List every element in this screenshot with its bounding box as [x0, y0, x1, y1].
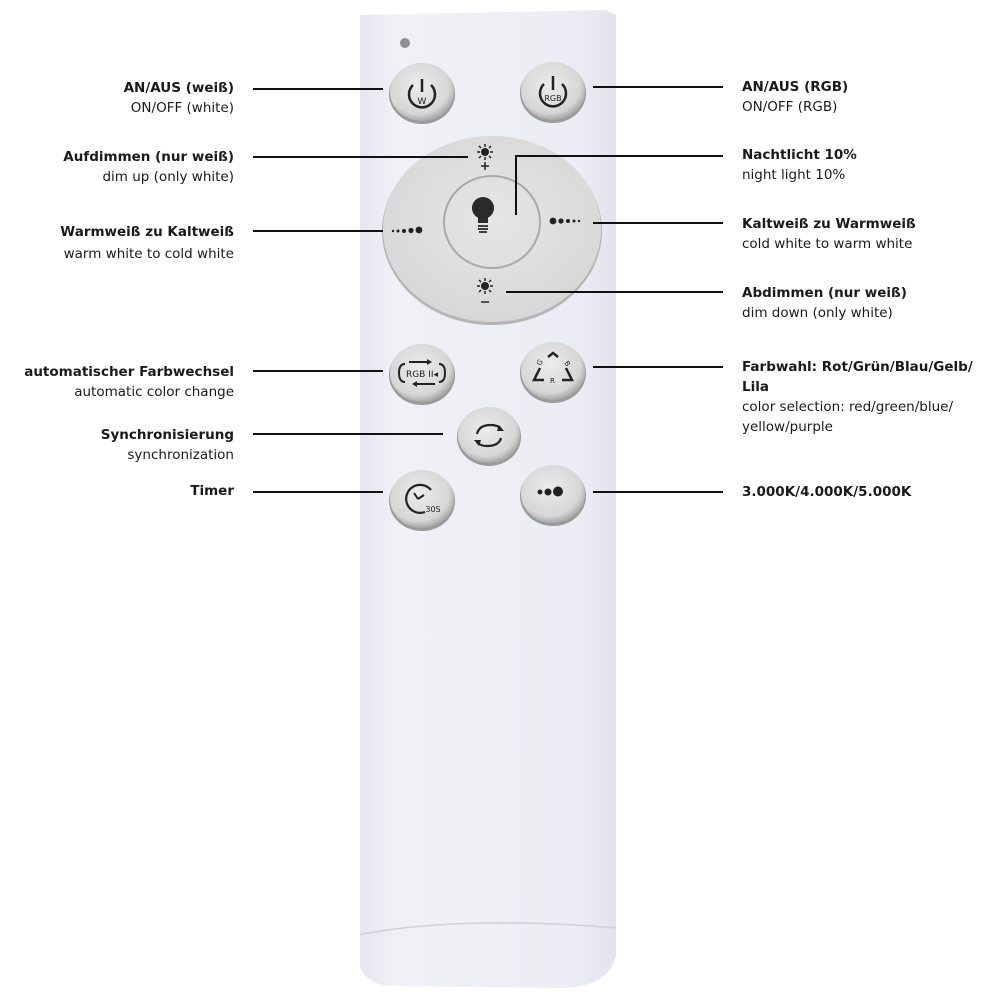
leader-line-color-temp [593, 491, 723, 493]
auto-color-change-button[interactable]: RGB II◂ [387, 342, 457, 406]
svg-text:W: W [418, 97, 427, 107]
sync-button[interactable] [455, 405, 523, 467]
label-de: Timer [190, 483, 234, 499]
label-dim-down: Abdimmen (nur weiß) dim down (only white… [742, 283, 907, 323]
timer-button[interactable]: 30S [387, 468, 457, 532]
label-de: Abdimmen (nur weiß) [742, 285, 907, 301]
label-auto-color-change: automatischer Farbwechsel automatic colo… [24, 362, 234, 402]
leader-line-warm-to-cold [253, 230, 383, 232]
on-off-white-button[interactable]: W [387, 61, 457, 125]
label-en: dim down (only white) [742, 305, 893, 321]
rgb-triangle-icon: G B R [520, 342, 586, 403]
leader-line-on-off-rgb [593, 86, 723, 88]
bulb-icon [472, 197, 494, 233]
svg-text:RGB II◂: RGB II◂ [406, 370, 439, 380]
label-timer: Timer [190, 481, 234, 501]
rgb-cycle-icon: RGB II◂ [389, 344, 455, 405]
sun-plus-icon [477, 144, 493, 170]
label-en: color selection: red/green/blue/ yellow/… [742, 399, 953, 435]
dots-decreasing-icon [549, 217, 581, 225]
label-en: warm white to cold white [63, 246, 234, 262]
leader-line-night-light-v [515, 155, 517, 215]
dim-down-button[interactable] [470, 276, 500, 308]
label-en: cold white to warm white [742, 236, 913, 252]
sun-minus-icon [477, 278, 493, 303]
label-de: Warmweiß zu Kaltweiß [60, 224, 234, 240]
leader-line-sync [253, 433, 443, 435]
svg-text:G: G [535, 358, 545, 367]
led-indicator [400, 38, 410, 48]
svg-text:RGB: RGB [544, 94, 561, 103]
dim-up-button[interactable] [470, 142, 500, 174]
leader-line-color-select [593, 366, 723, 368]
leader-line-timer [253, 491, 383, 493]
warm-to-cold-button[interactable] [388, 220, 424, 240]
svg-text:R: R [550, 377, 555, 385]
label-cold-to-warm: Kaltweiß zu Warmweiß cold white to warm … [742, 214, 916, 254]
label-de: Nachtlicht 10% [742, 147, 857, 163]
label-de: AN/AUS (RGB) [742, 79, 849, 95]
label-en: automatic color change [74, 384, 234, 400]
on-off-rgb-button[interactable]: RGB [518, 60, 588, 124]
clock-icon: 30S [389, 470, 455, 531]
label-de: 3.000K/4.000K/5.000K [742, 484, 912, 500]
cold-to-warm-button[interactable] [548, 211, 584, 231]
label-night-light: Nachtlicht 10% night light 10% [742, 145, 857, 185]
direction-pad [381, 134, 603, 326]
label-warm-to-cold: Warmweiß zu Kaltweiß warm white to cold … [60, 221, 234, 265]
leader-line-on-off-white [253, 88, 383, 90]
color-temp-button[interactable] [518, 463, 588, 527]
power-icon: W [389, 63, 455, 124]
label-de: automatischer Farbwechsel [24, 364, 234, 380]
power-icon: RGB [520, 62, 586, 123]
label-on-off-rgb: AN/AUS (RGB) ON/OFF (RGB) [742, 77, 848, 117]
label-color-select: Farbwahl: Rot/Grün/Blau/Gelb/ Lila color… [742, 357, 982, 437]
label-de: AN/AUS (weiß) [123, 80, 234, 96]
label-en: synchronization [127, 447, 234, 463]
sync-arrows-icon [457, 407, 521, 466]
color-select-button[interactable]: G B R [518, 340, 588, 404]
svg-text:30S: 30S [425, 505, 440, 514]
night-light-button[interactable] [446, 180, 526, 260]
label-en: ON/OFF (RGB) [742, 99, 838, 115]
label-color-temp: 3.000K/4.000K/5.000K [742, 482, 911, 502]
label-sync: Synchronisierung synchronization [101, 425, 234, 465]
leader-line-cold-to-warm [593, 222, 723, 224]
label-dim-up: Aufdimmen (nur weiß) dim up (only white) [63, 147, 234, 187]
label-en: night light 10% [742, 167, 846, 183]
label-en: ON/OFF (white) [130, 100, 234, 116]
label-de: Kaltweiß zu Warmweiß [742, 216, 916, 232]
label-on-off-white: AN/AUS (weiß) ON/OFF (white) [124, 78, 234, 118]
three-dots-icon [520, 465, 586, 526]
label-en: dim up (only white) [102, 169, 234, 185]
label-de: Synchronisierung [100, 427, 234, 443]
svg-text:B: B [562, 360, 571, 369]
leader-line-dim-down [506, 291, 723, 293]
label-de: Aufdimmen (nur weiß) [63, 149, 234, 165]
label-de: Farbwahl: Rot/Grün/Blau/Gelb/ Lila [742, 359, 973, 395]
leader-line-auto-color [253, 370, 383, 372]
dots-increasing-icon [391, 226, 423, 234]
leader-line-night-light [515, 155, 723, 157]
leader-line-dim-up [253, 156, 468, 158]
